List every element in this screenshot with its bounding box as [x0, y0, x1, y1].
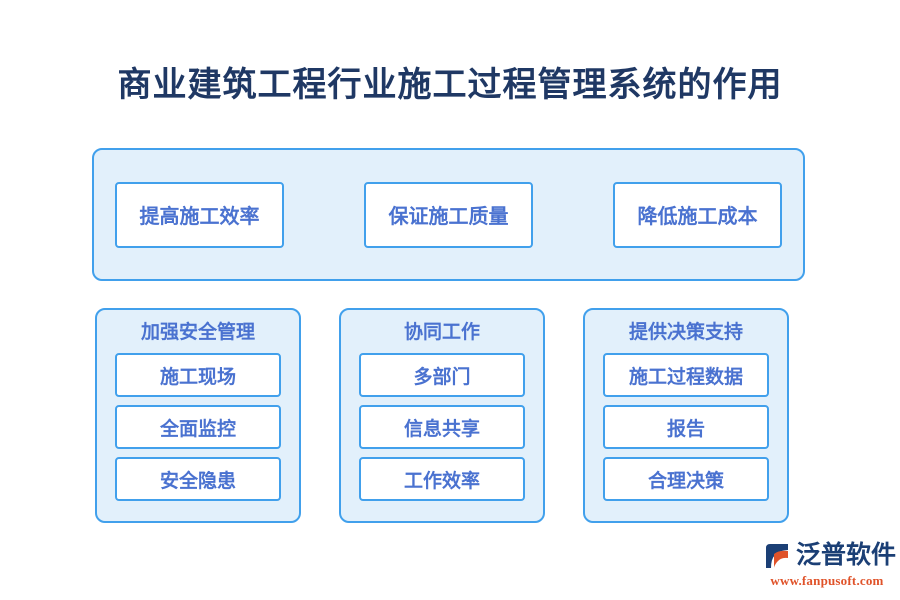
list-item-label: 报告	[666, 418, 705, 440]
top-panel: 提高施工效率 保证施工质量 降低施工成本	[92, 148, 805, 281]
logo-name: 泛普软件	[796, 542, 897, 569]
list-item[interactable]: 施工现场	[115, 353, 281, 397]
column-header: 加强安全管理	[140, 322, 255, 343]
list-item[interactable]: 全面监控	[115, 405, 281, 449]
column-safety-management: 加强安全管理 施工现场 全面监控 安全隐患	[95, 308, 301, 523]
list-item-label: 施工现场	[159, 366, 236, 388]
list-item-label: 合理决策	[647, 470, 724, 492]
top-box-label: 保证施工质量	[388, 206, 509, 228]
list-item[interactable]: 报告	[603, 405, 769, 449]
column-items: 施工过程数据 报告 合理决策	[603, 353, 769, 501]
top-box-efficiency[interactable]: 提高施工效率	[115, 181, 284, 248]
column-header: 提供决策支持	[628, 322, 743, 343]
list-item[interactable]: 安全隐患	[115, 457, 281, 501]
list-item-label: 安全隐患	[159, 470, 236, 492]
columns-group: 加强安全管理 施工现场 全面监控 安全隐患 协同工作 多部门 信息共享 工作效率	[95, 308, 789, 523]
logo-url: www.fanpusoft.com	[770, 573, 884, 588]
list-item-label: 多部门	[413, 366, 471, 388]
logo-row: 泛普软件	[762, 540, 896, 572]
top-box-cost[interactable]: 降低施工成本	[613, 181, 782, 248]
list-item-label: 全面监控	[159, 418, 236, 440]
list-item-label: 施工过程数据	[628, 366, 743, 388]
list-item[interactable]: 多部门	[359, 353, 525, 397]
list-item[interactable]: 工作效率	[359, 457, 525, 501]
top-box-quality[interactable]: 保证施工质量	[364, 181, 533, 248]
top-box-label: 降低施工成本	[637, 206, 758, 228]
column-items: 施工现场 全面监控 安全隐患	[115, 353, 281, 501]
page-title: 商业建筑工程行业施工过程管理系统的作用	[117, 67, 783, 104]
list-item-label: 工作效率	[403, 470, 480, 492]
list-item-label: 信息共享	[403, 418, 480, 440]
column-decision-support: 提供决策支持 施工过程数据 报告 合理决策	[583, 308, 789, 523]
fanpu-logo-icon	[762, 541, 792, 571]
column-collaboration: 协同工作 多部门 信息共享 工作效率	[339, 308, 545, 523]
top-box-label: 提高施工效率	[139, 206, 260, 228]
column-items: 多部门 信息共享 工作效率	[359, 353, 525, 501]
list-item[interactable]: 施工过程数据	[603, 353, 769, 397]
list-item[interactable]: 合理决策	[603, 457, 769, 501]
logo: 泛普软件 www.fanpusoft.com	[762, 540, 896, 590]
list-item[interactable]: 信息共享	[359, 405, 525, 449]
column-header: 协同工作	[403, 322, 480, 343]
